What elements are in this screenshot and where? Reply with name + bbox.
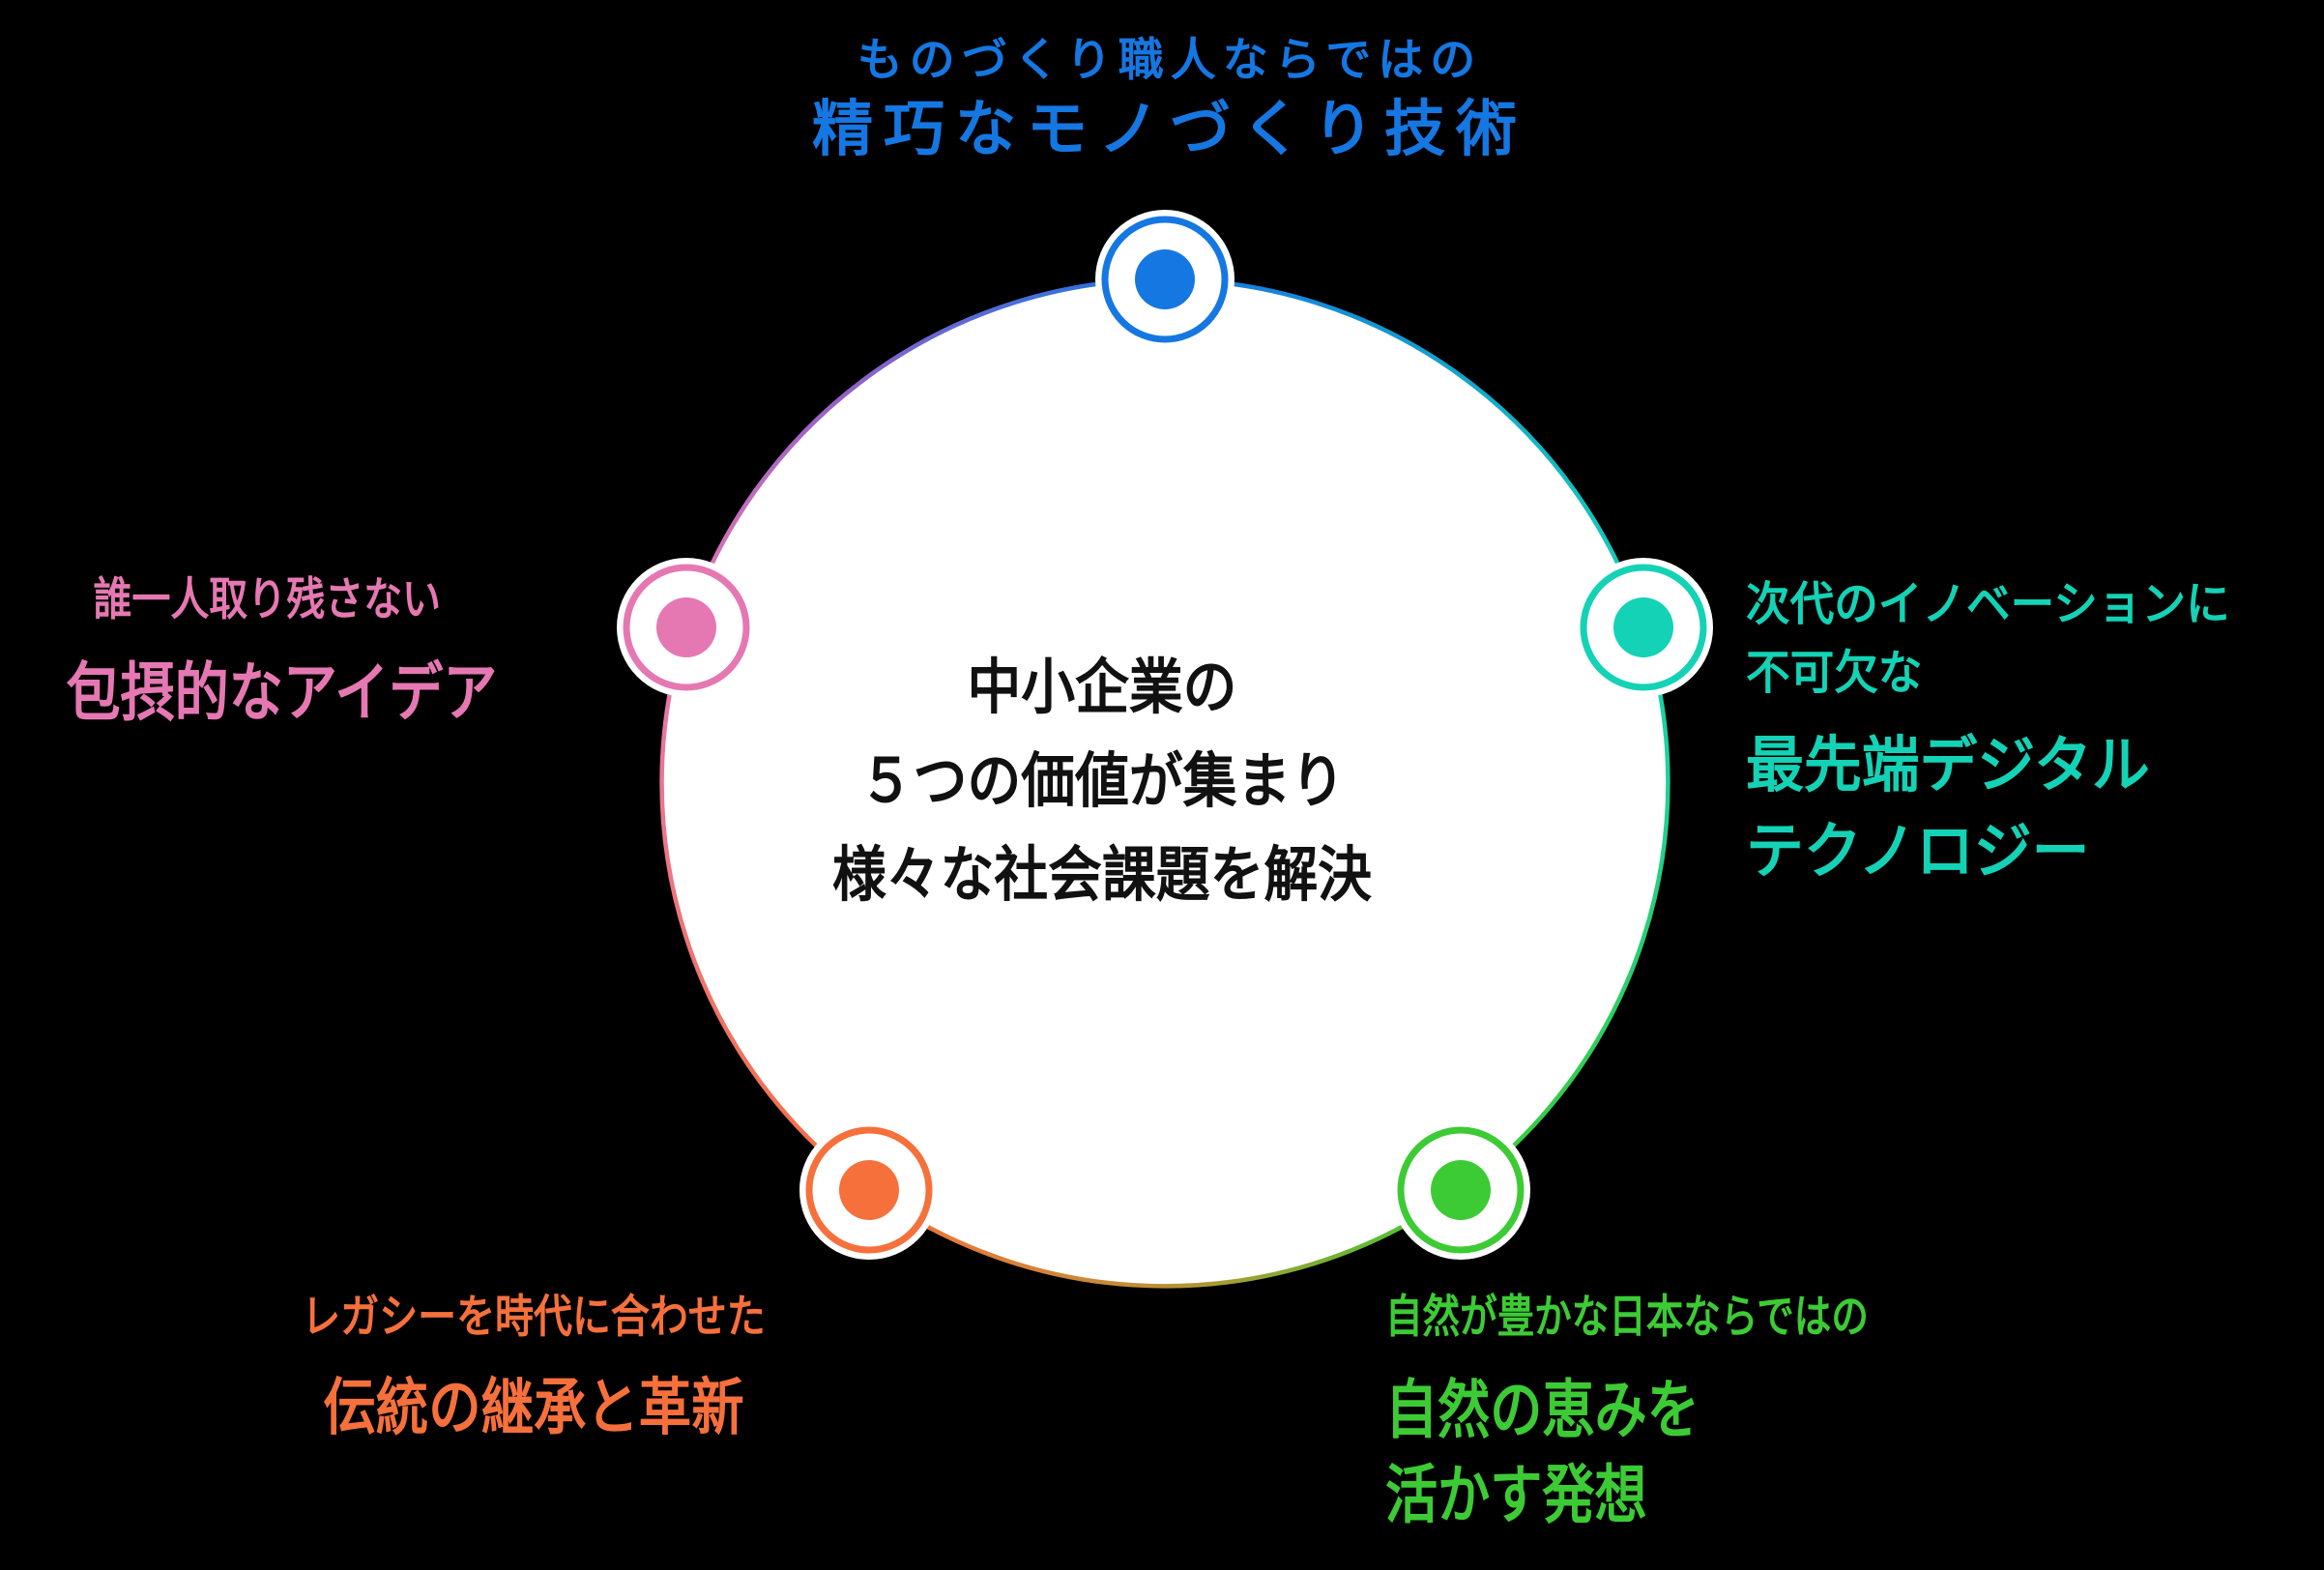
label-tradition: レガシーを時代に合わせた 伝統の継承と革新 — [287, 1290, 780, 1446]
label-nature-subtitle: 自然が豊かな日本ならではの — [1385, 1291, 1869, 1342]
label-craftsmanship-title: 精巧なモノづくり技術 — [812, 96, 1527, 163]
label-craftsmanship: ものづくり職人ならではの 精巧なモノづくり技術 — [590, 33, 1750, 166]
label-digital-title-line-2: テクノロジー — [1746, 818, 2090, 886]
node-dot — [656, 597, 716, 657]
label-digital-technology: 次代のイノベーションに 不可欠な 最先端デジタル テクノロジー — [1746, 570, 2230, 895]
ring-arc-top-left — [683, 276, 1166, 628]
node-dot — [839, 1160, 899, 1220]
node-dot — [1613, 597, 1673, 657]
center-statement-line-2: ５つの価値が集まり — [858, 748, 1346, 815]
value-node-digital-technology — [1574, 558, 1713, 697]
label-nature-title-line-1: 自然の恵みを — [1385, 1374, 1699, 1445]
label-inclusive-ideas: 誰一人取り残さない 包摂的なアイデア — [66, 572, 498, 731]
ring-arc-right — [1459, 626, 1670, 1192]
label-tradition-subtitle: レガシーを時代に合わせた — [302, 1291, 766, 1342]
main-circle — [663, 281, 1667, 1285]
label-digital-title-line-1: 最先端デジタル — [1746, 732, 2150, 800]
ring-arc-bottom — [867, 1188, 1463, 1289]
node-dot — [1431, 1160, 1491, 1220]
label-inclusive-title: 包摂的なアイデア — [66, 656, 498, 728]
value-node-tradition — [799, 1120, 939, 1260]
ring-arc-top-right — [1164, 276, 1646, 628]
center-statement: 中小企業の ５つの価値が集まり 様々な社会課題を解決 — [580, 641, 1624, 922]
label-inclusive-subtitle: 誰一人取り残さない — [93, 573, 441, 625]
value-node-craftsmanship — [1095, 210, 1235, 349]
label-nature-title-line-2: 活かす発想 — [1385, 1459, 1647, 1530]
center-statement-line-3: 様々な社会課題を解決 — [831, 842, 1372, 909]
label-digital-subtitle-line-2: 不可欠な — [1746, 648, 1923, 699]
label-tradition-title: 伝統の継承と革新 — [323, 1373, 744, 1442]
label-digital-subtitle-line-1: 次代のイノベーションに — [1746, 579, 2230, 630]
value-node-inclusive-ideas — [617, 558, 756, 697]
node-dot — [1135, 249, 1195, 309]
label-nature: 自然が豊かな日本ならではの 自然の恵みを 活かす発想 — [1385, 1290, 1869, 1537]
center-statement-line-1: 中小企業の — [967, 654, 1237, 721]
ring-arc-left — [659, 626, 871, 1192]
label-craftsmanship-subtitle: ものづくり職人ならではの — [857, 34, 1483, 85]
value-node-nature — [1391, 1120, 1530, 1260]
